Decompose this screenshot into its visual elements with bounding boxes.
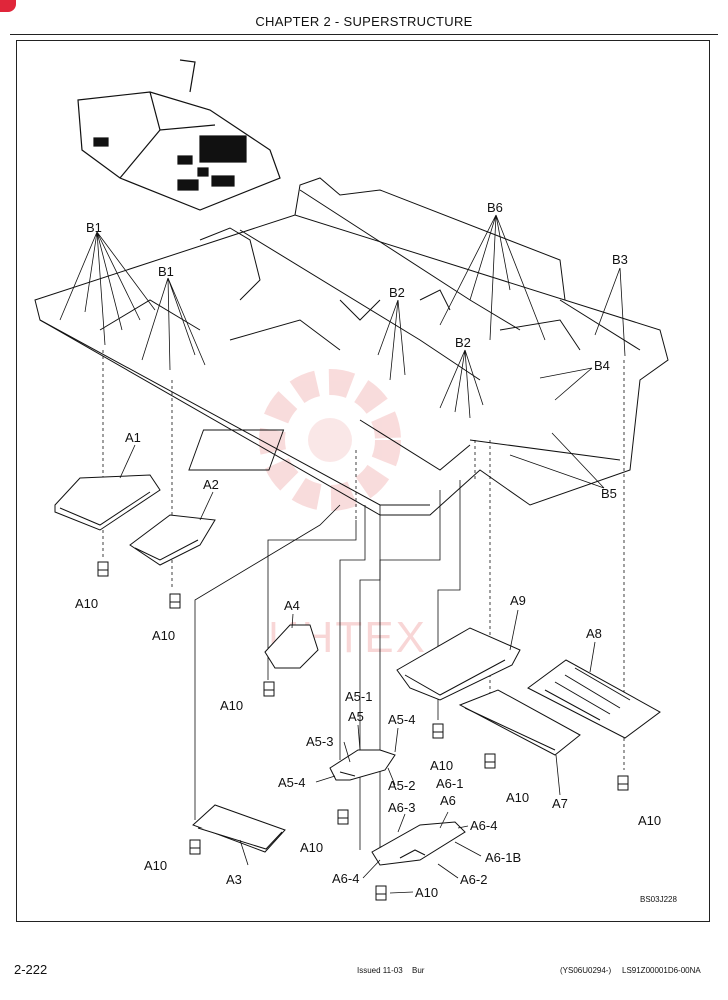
label-b4: B4 — [594, 358, 610, 373]
label-a6-2: A6-2 — [460, 872, 487, 887]
label-a2: A2 — [203, 477, 219, 492]
label-b2: B2 — [389, 285, 405, 300]
panel-a5 — [329, 749, 396, 781]
panel-a3 — [192, 804, 286, 853]
label-a6-4: A6-4 — [470, 818, 497, 833]
label-a10: A10 — [506, 790, 529, 805]
panel-a7 — [458, 689, 581, 756]
label-a3: A3 — [226, 872, 242, 887]
label-a5: A5 — [348, 709, 364, 724]
label-a6-1: A6-1 — [436, 776, 463, 791]
panel-a9 — [396, 627, 521, 701]
issued-date: Issued 11-03 — [357, 966, 403, 975]
page-number: 2-222 — [14, 962, 48, 977]
label-a8: A8 — [586, 626, 602, 641]
panel-a2 — [129, 514, 216, 566]
bolt-icon — [337, 809, 349, 825]
label-a10: A10 — [638, 813, 661, 828]
machine-thumbnail — [77, 59, 281, 211]
bolt-icon — [617, 775, 629, 791]
label-a10: A10 — [75, 596, 98, 611]
corner-badge — [0, 0, 16, 12]
label-a5-4: A5-4 — [278, 775, 305, 790]
label-a4: A4 — [284, 598, 300, 613]
bolt-icon — [263, 681, 275, 697]
superstructure-frame — [34, 177, 669, 516]
label-b6: B6 — [487, 200, 503, 215]
label-a7: A7 — [552, 796, 568, 811]
bolt-icon — [432, 723, 444, 739]
label-b2: B2 — [455, 335, 471, 350]
panel-a4 — [264, 624, 319, 669]
serial-range: (YS06U0294-) — [560, 966, 612, 975]
label-a10: A10 — [415, 885, 438, 900]
label-a10: A10 — [430, 758, 453, 773]
chapter-title: CHAPTER 2 - SUPERSTRUCTURE — [255, 14, 473, 29]
label-a6-1b: A6-1B — [485, 850, 521, 865]
label-a5-3: A5-3 — [306, 734, 333, 749]
b-leader-lines — [59, 214, 626, 489]
label-a6-3: A6-3 — [388, 800, 415, 815]
label-a1: A1 — [125, 430, 141, 445]
header-rule — [10, 34, 718, 35]
panel-a6 — [371, 821, 466, 866]
panel-a8 — [527, 659, 661, 739]
bolt-icon — [189, 839, 201, 855]
label-a9: A9 — [510, 593, 526, 608]
figure-code: BS03J228 — [640, 895, 677, 904]
bolt-icon — [375, 885, 387, 901]
label-b1: B1 — [86, 220, 102, 235]
author: Bur — [412, 966, 425, 975]
bolt-icon — [484, 753, 496, 769]
document-code: LS91Z00001D6-00NA — [622, 966, 701, 975]
label-a5-4: A5-4 — [388, 712, 415, 727]
label-a10: A10 — [300, 840, 323, 855]
label-leaders — [119, 444, 596, 894]
label-a5-1: A5-1 — [345, 689, 372, 704]
label-a10: A10 — [144, 858, 167, 873]
label-b3: B3 — [612, 252, 628, 267]
label-a10: A10 — [152, 628, 175, 643]
label-b1: B1 — [158, 264, 174, 279]
label-a5-2: A5-2 — [388, 778, 415, 793]
label-a10: A10 — [220, 698, 243, 713]
watermark: ИНТЕХ — [259, 369, 425, 662]
label-b5: B5 — [601, 486, 617, 501]
callout-labels: B1 B1 B2 B2 B3 B4 B5 B6 A1 A2 A3 A4 A5 A… — [75, 200, 677, 904]
a10-bolts — [97, 561, 629, 901]
label-a6-4: A6-4 — [332, 871, 359, 886]
panel-a1 — [54, 474, 161, 531]
label-a6: A6 — [440, 793, 456, 808]
bolt-icon — [169, 593, 181, 609]
figure-frame — [16, 40, 710, 922]
bolt-icon — [97, 561, 109, 577]
